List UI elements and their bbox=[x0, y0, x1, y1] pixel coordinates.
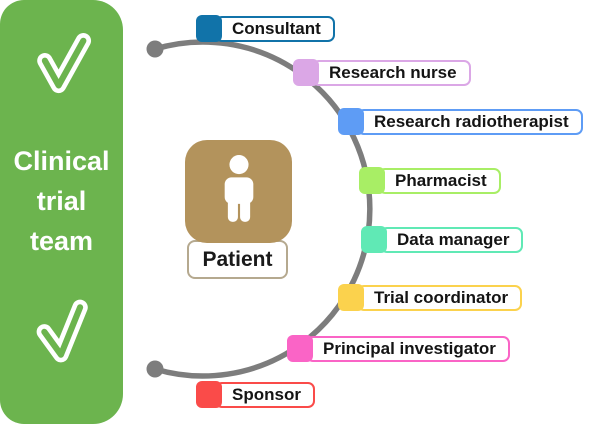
role-label: Research radiotherapist bbox=[374, 112, 569, 131]
arc-line bbox=[154, 39, 373, 379]
team-panel: Clinical trial team bbox=[0, 0, 123, 424]
role-tab bbox=[287, 335, 313, 362]
role-label-box: Trial coordinator bbox=[357, 284, 523, 311]
role-tab bbox=[196, 381, 222, 408]
role-label: Principal investigator bbox=[323, 339, 496, 358]
role-tab bbox=[338, 284, 364, 311]
patient-label: Patient bbox=[202, 248, 273, 271]
role-label-box: Sponsor bbox=[215, 381, 315, 408]
role-item: Sponsor bbox=[196, 381, 315, 408]
role-label: Research nurse bbox=[329, 63, 457, 82]
role-tab bbox=[359, 167, 385, 194]
role-tab bbox=[196, 15, 222, 42]
role-label-box: Pharmacist bbox=[378, 167, 501, 194]
role-label: Trial coordinator bbox=[374, 288, 509, 307]
role-item: Principal investigator bbox=[287, 335, 510, 362]
page-title: Clinical trial team bbox=[13, 141, 109, 261]
role-label-box: Research nurse bbox=[312, 59, 471, 86]
role-label: Pharmacist bbox=[395, 171, 487, 190]
role-label-box: Research radiotherapist bbox=[357, 108, 583, 135]
check-icon bbox=[26, 24, 97, 109]
role-label: Sponsor bbox=[232, 385, 301, 404]
role-tab bbox=[361, 226, 387, 253]
arc-endpoint-dot-top bbox=[146, 40, 164, 58]
role-tab bbox=[338, 108, 364, 135]
role-tab bbox=[293, 59, 319, 86]
title-line-1: Clinical bbox=[13, 146, 110, 176]
check-icon bbox=[26, 293, 96, 377]
role-item: Data manager bbox=[361, 226, 524, 253]
title-line-3: team bbox=[29, 226, 94, 256]
role-label: Consultant bbox=[232, 19, 321, 38]
role-item: Research nurse bbox=[293, 59, 471, 86]
role-label: Data manager bbox=[397, 230, 510, 249]
role-label-box: Data manager bbox=[380, 226, 524, 253]
role-item: Research radiotherapist bbox=[338, 108, 583, 135]
role-item: Trial coordinator bbox=[338, 284, 523, 311]
patient-label-box: Patient bbox=[187, 240, 288, 279]
role-item: Consultant bbox=[196, 15, 335, 42]
role-item: Pharmacist bbox=[359, 167, 501, 194]
patient-icon bbox=[185, 140, 292, 243]
role-label-box: Consultant bbox=[215, 15, 335, 42]
title-line-2: trial bbox=[36, 186, 87, 216]
arc-endpoint-dot-bottom bbox=[146, 360, 164, 378]
person-icon bbox=[207, 154, 271, 229]
role-label-box: Principal investigator bbox=[306, 335, 510, 362]
